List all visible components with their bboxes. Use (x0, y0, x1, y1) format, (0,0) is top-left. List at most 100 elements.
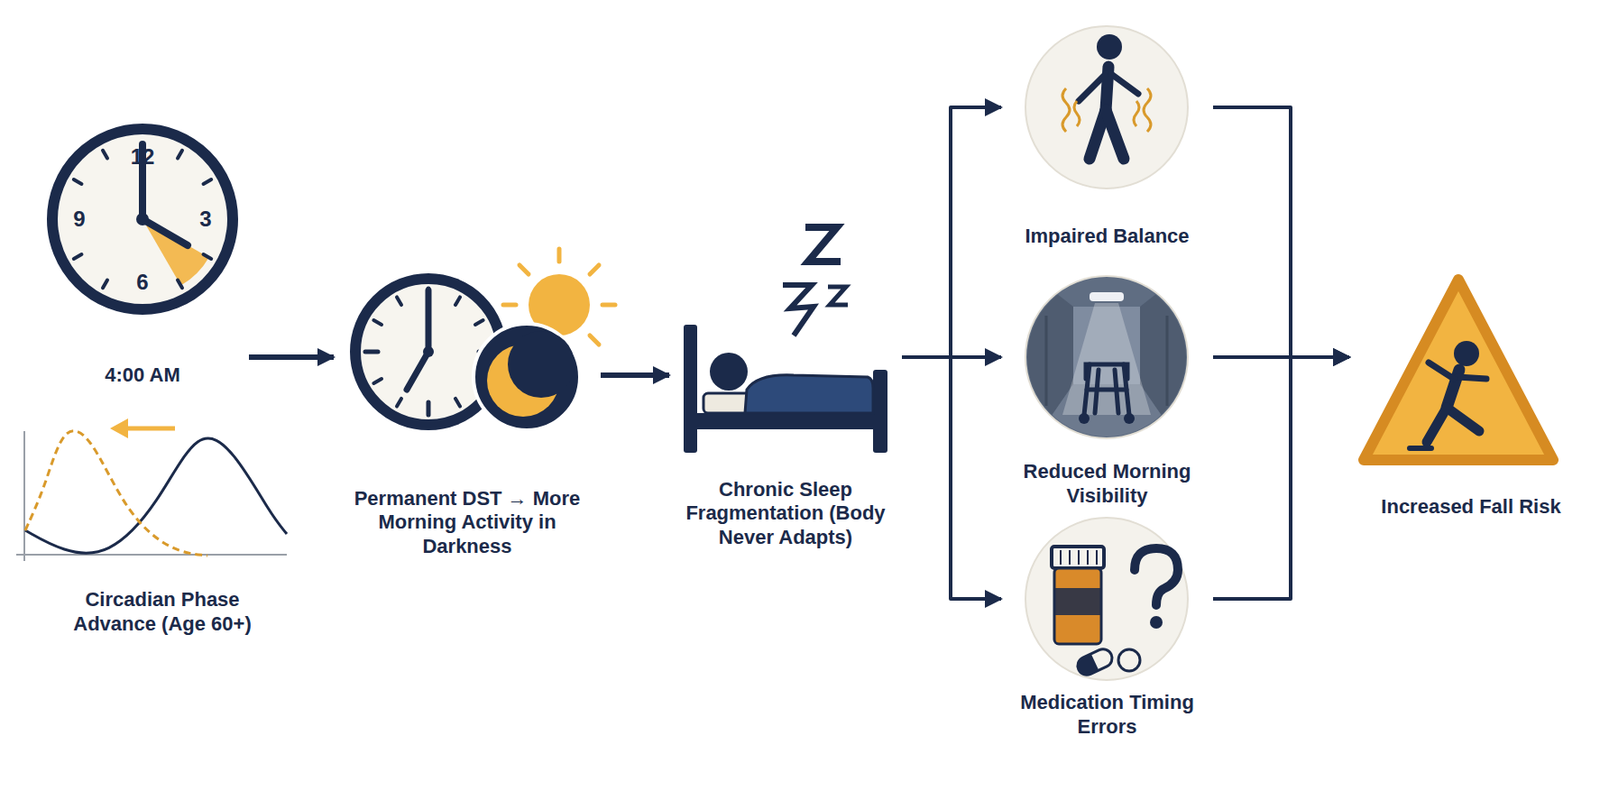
dst-icon (426, 402, 432, 415)
dst-icon (475, 320, 484, 325)
medication-icon (1075, 645, 1116, 678)
medication-icon (1068, 550, 1071, 565)
warning-triangle (1428, 362, 1454, 379)
clock-icon (177, 150, 183, 159)
dst-icon (355, 248, 616, 431)
medication-icon (1025, 517, 1188, 681)
balance-icon (1078, 73, 1139, 102)
balance-icon (1062, 88, 1151, 132)
bed-icon (873, 369, 888, 453)
balance-icon (1111, 73, 1139, 94)
dst-icon (373, 320, 382, 325)
dst-icon (365, 349, 378, 355)
clock-icon (203, 179, 212, 184)
warning-triangle (1426, 362, 1487, 442)
medication-icon (1134, 548, 1178, 606)
balance-icon (1074, 101, 1080, 127)
bed-icon (782, 285, 814, 336)
dst-icon (503, 303, 516, 308)
node-caption: Circadian Phase Advance (Age 60+) (54, 588, 271, 637)
dst-icon (373, 378, 382, 384)
balance-icon (1143, 88, 1151, 132)
effect-node: Medication Timing Errors (1001, 681, 1214, 740)
medication-icon (1075, 645, 1116, 678)
clock-icon (52, 128, 233, 310)
flow-arrow (1213, 357, 1350, 599)
node-caption: Impaired Balance (1024, 224, 1189, 249)
dst-icon (396, 296, 402, 305)
balance-icon (1105, 110, 1124, 159)
node-caption: Medication Timing Errors (1017, 690, 1198, 740)
outcome-node: Increased Fall Risk (1349, 487, 1593, 520)
clock-icon (52, 128, 233, 310)
clock-number: 12 (130, 146, 156, 168)
node-caption: Chronic Sleep Fragmentation (Body Never … (680, 478, 891, 551)
medication-icon (1025, 517, 1188, 681)
clock-icon (136, 212, 149, 226)
hallway-icon (1084, 364, 1130, 415)
time-icon-node: 4:00 AM (36, 342, 249, 388)
dst-icon (455, 296, 460, 305)
effect-node: Reduced Morning Visibility (1001, 450, 1214, 509)
warning-triangle (1406, 445, 1435, 451)
medication-icon (1086, 550, 1089, 565)
bed-icon (683, 227, 888, 453)
node-caption: Permanent DST → More Morning Activity in… (346, 487, 589, 560)
dst-icon (602, 303, 616, 308)
medication-icon (1059, 550, 1062, 565)
medication-icon (1054, 568, 1102, 644)
clock-icon (73, 254, 83, 259)
clock-icon (73, 179, 83, 184)
dst-icon (589, 265, 599, 275)
medication-icon (1051, 546, 1104, 569)
hallway-icon (1045, 315, 1049, 406)
balance-icon (1078, 73, 1106, 102)
warning-triangle (1363, 279, 1554, 460)
hallway-icon (1027, 270, 1187, 451)
medication-icon (1075, 653, 1100, 679)
warning-triangle (1453, 340, 1480, 367)
balance-icon (1025, 26, 1188, 189)
flow-arrow (1213, 107, 1350, 358)
medication-icon (1149, 616, 1163, 629)
flow-arrow (600, 372, 670, 378)
phase-chart (25, 431, 208, 556)
phase-chart (16, 418, 287, 561)
hallway-icon (1078, 413, 1090, 424)
bed-icon (744, 375, 874, 414)
bed-icon (805, 227, 841, 262)
node-caption: 4:00 AM (104, 363, 181, 388)
bed-icon (709, 352, 748, 391)
flow-arrow (901, 357, 1002, 599)
medication-icon (1054, 588, 1102, 616)
effect-node: Impaired Balance (1001, 216, 1214, 249)
dst-icon (557, 248, 562, 262)
balance-icon (1133, 101, 1140, 127)
dst-icon (365, 288, 492, 415)
clock-icon (102, 280, 108, 289)
phase-chart (16, 553, 287, 556)
medication-icon (1077, 550, 1080, 565)
clock-number: 6 (136, 271, 148, 294)
warning-triangle (1363, 279, 1554, 460)
hallway-icon (1085, 364, 1128, 379)
sleep-node: Chronic Sleep Fragmentation (Body Never … (669, 459, 902, 551)
hallway-icon (1025, 270, 1188, 451)
dst-icon (519, 265, 529, 275)
hallway-icon (1123, 413, 1135, 424)
bed-icon (827, 286, 848, 305)
medication-icon (1095, 550, 1098, 565)
node-caption: Increased Fall Risk (1380, 495, 1561, 520)
warning-triangle (1426, 407, 1447, 442)
hallway-icon (1166, 315, 1169, 406)
medication-icon (1060, 550, 1097, 565)
dst-icon (406, 351, 429, 390)
dst-icon (396, 398, 402, 407)
flow-arrow (901, 107, 1002, 358)
dst-icon (422, 346, 434, 358)
hallway-icon (1089, 292, 1124, 302)
node-caption: Reduced Morning Visibility (1017, 459, 1198, 509)
